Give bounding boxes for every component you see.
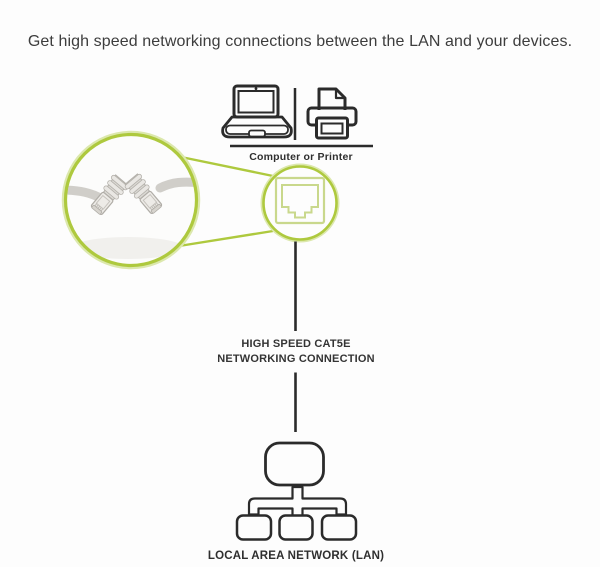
router-box bbox=[264, 441, 325, 487]
client-box-3 bbox=[320, 514, 358, 541]
printer-icon bbox=[306, 87, 358, 140]
lan-branch-connector bbox=[247, 485, 348, 521]
client-box-2 bbox=[278, 514, 314, 541]
connection-label: HIGH SPEED CAT5E NETWORKING CONNECTION bbox=[196, 337, 396, 366]
client-box-1 bbox=[235, 514, 273, 541]
connection-label-line2: NETWORKING CONNECTION bbox=[217, 352, 375, 365]
page-title: Get high speed networking connections be… bbox=[27, 33, 573, 50]
lan-network-icon bbox=[235, 441, 358, 541]
lan-label: LOCAL AREA NETWORK (LAN) bbox=[207, 550, 385, 562]
ethernet-port-icon bbox=[260, 163, 340, 243]
ethernet-cable-photo bbox=[61, 130, 201, 270]
devices-label: Computer or Printer bbox=[249, 151, 353, 163]
connection-label-line1: HIGH SPEED CAT5E bbox=[241, 338, 351, 350]
magnifier-circle bbox=[63, 132, 199, 268]
callout-lines bbox=[178, 155, 274, 248]
laptop-icon bbox=[221, 84, 293, 139]
